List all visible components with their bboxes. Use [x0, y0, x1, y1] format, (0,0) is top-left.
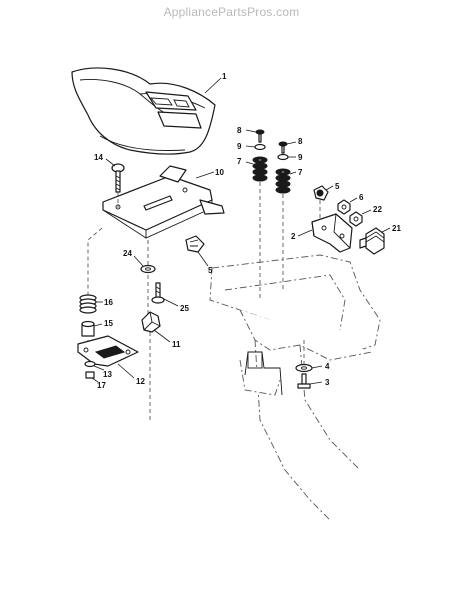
label-seat-pan: 10 [215, 168, 224, 177]
leader-seat-pan [195, 171, 215, 179]
leader-screw-3 [309, 381, 323, 385]
tractor-frame [209, 254, 381, 521]
label-bolt-14: 14 [94, 153, 103, 162]
bumper-7-left [252, 156, 268, 182]
switch-21 [359, 227, 385, 255]
leader-bumper-7-left [245, 161, 254, 165]
bolt-8-right [278, 141, 288, 154]
leader-part-25 [163, 298, 179, 307]
leader-nut-5-upper [325, 185, 334, 191]
seat [71, 67, 216, 155]
seat-pan [102, 165, 225, 239]
nut-6 [337, 199, 351, 215]
leader-nut-6 [349, 197, 358, 203]
label-washer-9-left: 9 [237, 142, 242, 151]
spring-16 [79, 294, 97, 314]
bracket-2 [311, 213, 353, 253]
label-part-13: 13 [103, 370, 112, 379]
leader-part-15 [93, 323, 103, 327]
leader-knob-11 [153, 329, 171, 343]
label-washer-4: 4 [325, 362, 330, 371]
leader-nut-5-lower [197, 251, 209, 267]
leader-bracket-2 [297, 229, 313, 237]
nut-5-upper [313, 185, 329, 201]
part-17 [85, 371, 95, 379]
screw-3 [297, 373, 311, 389]
leader-washer-4 [311, 365, 323, 369]
leader-plate-12 [117, 363, 135, 379]
part-25 [151, 282, 165, 304]
label-part-17: 17 [97, 381, 106, 390]
leader-bolt-8-left [245, 129, 257, 133]
leader-bolt-14 [105, 158, 116, 167]
label-seat: 1 [222, 72, 227, 81]
label-washer-9-right: 9 [298, 153, 303, 162]
watermark: AppliancePartsPros.com [163, 5, 300, 19]
part-15 [81, 320, 95, 337]
leader-bumper-7-right [289, 171, 297, 175]
label-bumper-7-right: 7 [298, 168, 303, 177]
part-13 [84, 360, 96, 368]
label-switch-21: 21 [392, 224, 401, 233]
dash-left [87, 227, 103, 296]
label-nut-5-lower: 5 [208, 266, 213, 275]
label-bumper-7-left: 7 [237, 157, 242, 166]
bolt-8-left [255, 129, 265, 143]
leader-seat [204, 77, 222, 94]
leader-washer-9-left [245, 145, 256, 148]
leader-switch-21 [381, 227, 391, 233]
label-spring-16: 16 [104, 298, 113, 307]
leader-part-13 [93, 365, 105, 371]
label-nut-5-upper: 5 [335, 182, 340, 191]
leader-part-17 [91, 377, 99, 383]
label-bolt-8-left: 8 [237, 126, 242, 135]
label-bracket-2: 2 [291, 232, 296, 241]
knob-11 [141, 311, 161, 333]
bolt-14 [111, 163, 125, 193]
nut-22 [349, 211, 363, 227]
label-bolt-8-right: 8 [298, 137, 303, 146]
washer-9-right [277, 153, 289, 161]
label-nut-6: 6 [359, 193, 364, 202]
label-knob-11: 11 [172, 340, 181, 349]
label-part-15: 15 [104, 319, 113, 328]
leader-bolt-8-right [286, 141, 297, 145]
label-washer-24: 24 [123, 249, 132, 258]
label-part-25: 25 [180, 304, 189, 313]
label-nut-22: 22 [373, 205, 382, 214]
washer-9-left [254, 143, 266, 151]
plate-12 [77, 335, 139, 367]
leader-nut-22 [361, 209, 372, 215]
label-plate-12: 12 [136, 377, 145, 386]
bumper-7-right [275, 168, 291, 194]
washer-4 [295, 363, 313, 373]
label-screw-3: 3 [325, 378, 330, 387]
leader-washer-24 [133, 255, 144, 267]
washer-24 [140, 264, 156, 274]
nut-5-lower [185, 235, 205, 253]
